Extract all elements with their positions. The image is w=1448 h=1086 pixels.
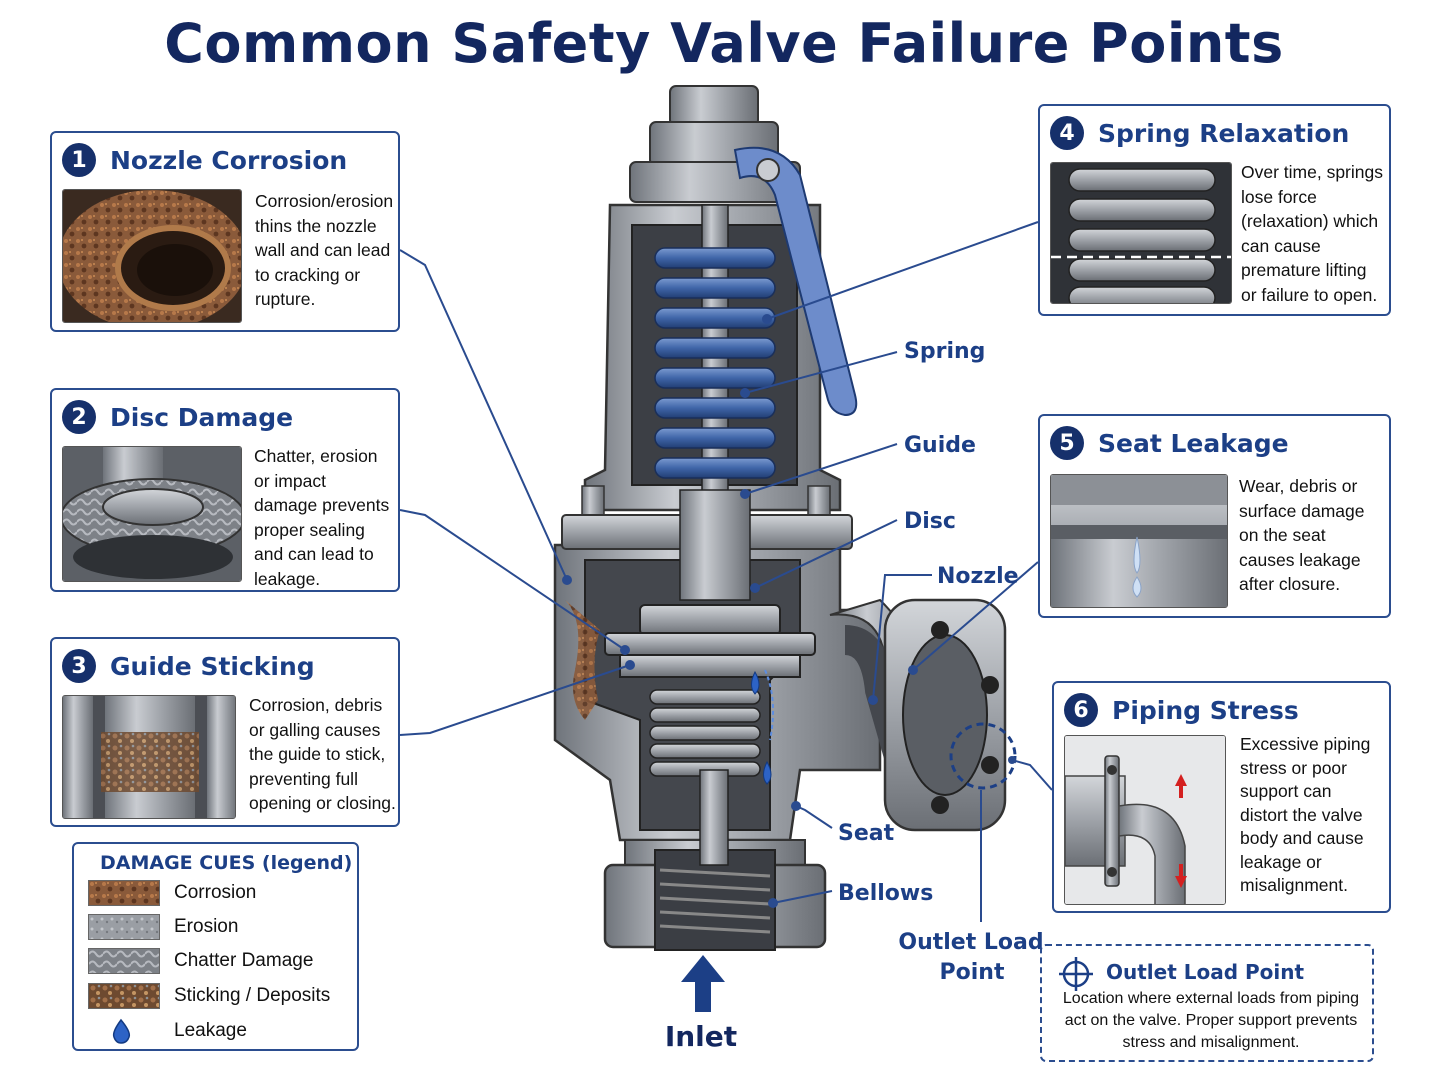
damage-cues-legend: DAMAGE CUES (legend) Corrosion Erosion C… bbox=[72, 842, 359, 1051]
card-number: 6 bbox=[1064, 693, 1098, 727]
piping-stress-photo bbox=[1064, 735, 1226, 905]
card-title: Nozzle Corrosion bbox=[110, 145, 348, 175]
page-title: Common Safety Valve Failure Points bbox=[164, 12, 1284, 75]
corrosion-swatch bbox=[88, 880, 160, 906]
label-seat: Seat bbox=[838, 821, 895, 846]
leader-disc-damage bbox=[399, 509, 626, 651]
outlet-load-note: Outlet Load Point Location where externa… bbox=[1040, 944, 1374, 1062]
legend-item-chatter: Chatter Damage bbox=[88, 948, 313, 974]
guide bbox=[679, 489, 751, 601]
seat-leakage-photo bbox=[1050, 474, 1228, 608]
droplet-icon bbox=[112, 1018, 131, 1044]
leader-guide-sticking bbox=[399, 664, 631, 736]
card-title: Disc Damage bbox=[110, 402, 294, 432]
legend-title: DAMAGE CUES (legend) bbox=[100, 852, 353, 874]
card-title: Piping Stress bbox=[1112, 695, 1299, 725]
legend-item-corrosion: Corrosion bbox=[88, 880, 256, 906]
leader-nozzle bbox=[872, 574, 932, 701]
nozzle-corrosion-photo bbox=[62, 189, 242, 323]
note-text: Location where external loads from pipin… bbox=[1062, 990, 1360, 1051]
card-title: Seat Leakage bbox=[1098, 428, 1289, 458]
legend-item-erosion: Erosion bbox=[88, 914, 238, 940]
legend-item-leakage: Leakage bbox=[88, 1018, 247, 1044]
leader-nozzle-corrosion bbox=[399, 249, 568, 581]
label-outlet-load-2: Point bbox=[940, 960, 1005, 985]
label-inlet: Inlet bbox=[665, 1020, 737, 1053]
card-title: Guide Sticking bbox=[110, 651, 315, 681]
outlet-load-marker bbox=[949, 722, 1017, 790]
label-disc: Disc bbox=[904, 509, 956, 534]
card-number: 3 bbox=[62, 649, 96, 683]
label-bellows: Bellows bbox=[838, 881, 933, 906]
deposits-swatch bbox=[88, 983, 160, 1009]
card-title: Spring Relaxation bbox=[1098, 118, 1350, 148]
card-number: 4 bbox=[1050, 116, 1084, 150]
note-title: Outlet Load Point bbox=[1106, 960, 1305, 984]
label-spring: Spring bbox=[904, 339, 985, 364]
label-nozzle: Nozzle bbox=[937, 564, 1019, 589]
card-number: 1 bbox=[62, 143, 96, 177]
erosion-swatch bbox=[88, 914, 160, 940]
chatter-swatch bbox=[88, 948, 160, 974]
lift-lever bbox=[733, 146, 858, 417]
spring-relaxation-photo bbox=[1050, 162, 1232, 304]
card-number: 2 bbox=[62, 400, 96, 434]
label-outlet-load-1: Outlet Load bbox=[898, 930, 1043, 955]
bellows bbox=[649, 689, 761, 777]
leader-spring bbox=[744, 351, 898, 394]
corrosion-zone bbox=[565, 600, 600, 720]
leader-seat-leakage bbox=[912, 561, 1039, 671]
leader-guide bbox=[744, 443, 898, 495]
leader-bellows bbox=[772, 890, 833, 904]
legend-item-sticking: Sticking / Deposits bbox=[88, 983, 330, 1009]
leader-disc bbox=[754, 519, 898, 589]
guide-sticking-photo bbox=[62, 695, 236, 819]
label-guide: Guide bbox=[904, 433, 976, 458]
crosshair-icon bbox=[1059, 957, 1093, 991]
leader-piping-stress bbox=[1011, 759, 1053, 791]
card-number: 5 bbox=[1050, 426, 1084, 460]
disc-damage-photo bbox=[62, 446, 242, 582]
inlet-arrow bbox=[681, 955, 725, 1012]
leader-spring-relaxation bbox=[766, 221, 1039, 320]
spring-coils bbox=[654, 247, 776, 479]
